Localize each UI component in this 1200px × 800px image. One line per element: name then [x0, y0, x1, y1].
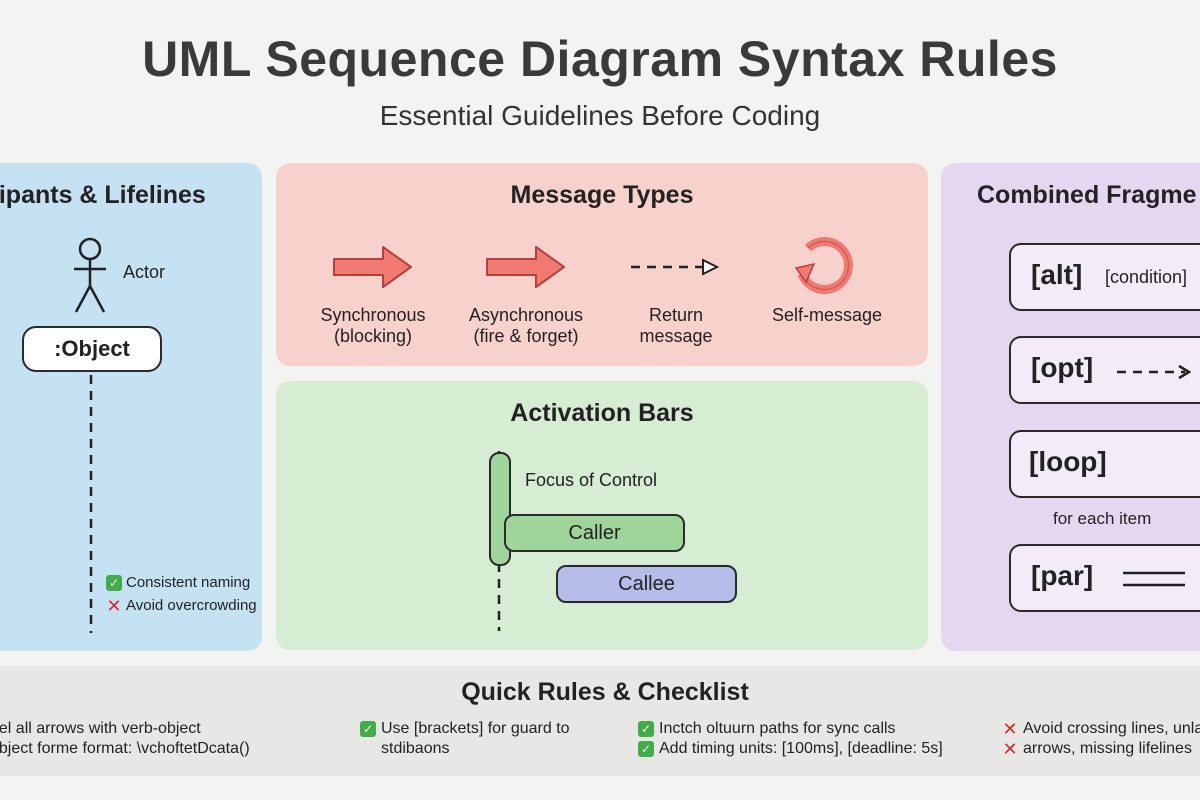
actor-stick-figure-icon [74, 237, 106, 313]
cross-icon: ✕ [106, 595, 122, 616]
rule-line: bel all arrows with verb-object [0, 720, 201, 737]
callee-bar: Callee [556, 565, 737, 603]
check-ok-icon: ✓ [638, 741, 654, 757]
rules-column-1: bel all arrows with verb-object object f… [0, 720, 250, 758]
rule-line: ✕arrows, missing lifelines [1002, 739, 1192, 759]
page-title: UML Sequence Diagram Syntax Rules [142, 31, 1058, 87]
activation-lifeline-dashed [497, 451, 501, 631]
asynchronous-label: Asynchronous (fire & forget) [468, 305, 584, 346]
asynchronous-arrow-icon [486, 246, 565, 288]
lifeline-dashed [89, 375, 93, 633]
rule-line: ✓Inctch oltuurn paths for sync calls [638, 720, 943, 738]
activation-bars-panel: Activation Bars Focus of Control Caller … [276, 381, 928, 650]
parallel-lines-icon [1123, 571, 1185, 587]
object-label: :Object [54, 336, 130, 361]
fragment-par: [par] [1009, 544, 1200, 612]
fragment-par-tag: [par] [1031, 560, 1094, 591]
rules-column-3: ✓Inctch oltuurn paths for sync calls ✓Ad… [638, 720, 943, 758]
callee-label: Callee [618, 572, 675, 595]
fragment-loop: [loop] [1009, 430, 1200, 498]
self-message-loop-icon [794, 237, 853, 294]
combined-fragments-panel: Combined Fragme [alt] [condition] [opt] … [941, 163, 1200, 651]
check-consistent-naming: ✓ Consistent naming [106, 574, 250, 591]
cross-icon: ✕ [1002, 739, 1018, 759]
participants-title: icipants & Lifelines [0, 181, 206, 209]
check-ok-icon: ✓ [638, 721, 654, 737]
self-message-label: Self-message [771, 305, 883, 325]
rule-line: ✓Use [brackets] for guard to [360, 720, 570, 738]
return-message-label: Return message [639, 305, 713, 346]
fragment-alt-tag: [alt] [1031, 259, 1083, 290]
object-box: :Object [22, 326, 162, 372]
activation-bars-title: Activation Bars [510, 399, 694, 427]
rule-line: ✕Avoid crossing lines, unla [1002, 719, 1200, 739]
caller-label: Caller [568, 521, 621, 544]
loop-caption: for each item [1053, 509, 1152, 528]
fragment-opt: [opt] [1009, 336, 1200, 404]
check-ok-icon: ✓ [106, 574, 122, 591]
caller-bar: Caller [504, 514, 685, 552]
check-ok-icon: ✓ [360, 721, 376, 737]
synchronous-arrow-icon [333, 246, 412, 288]
return-dashed-arrow-icon [631, 258, 720, 276]
message-types-panel: Message Types Synchronous (blocking) Asy… [276, 163, 928, 366]
dashed-arrow-icon [1117, 364, 1192, 380]
fragment-alt-condition: [condition] [1105, 267, 1188, 287]
participants-panel: icipants & Lifelines Actor :Object ✓ Con… [0, 163, 262, 651]
quick-rules-panel: Quick Rules & Checklist bel all arrows w… [0, 666, 1200, 776]
rules-column-4: ✕Avoid crossing lines, unla ✕arrows, mis… [1002, 720, 1200, 758]
quick-rules-title: Quick Rules & Checklist [461, 678, 749, 706]
fragment-alt: [alt] [condition] [1009, 243, 1200, 311]
check-avoid-overcrowding: ✕ Avoid overcrowding [106, 595, 257, 616]
focus-of-control-label: Focus of Control [525, 470, 658, 490]
rule-line: object forme format: \vchoftetDcata() [0, 740, 250, 757]
rule-line: stdibaons [381, 740, 450, 757]
rule-line: ✓Add timing units: [100ms], [deadline: 5… [638, 740, 943, 758]
actor-label: Actor [123, 262, 166, 282]
message-types-title: Message Types [510, 181, 694, 209]
fragment-opt-tag: [opt] [1031, 352, 1094, 383]
rules-column-2: ✓Use [brackets] for guard to stdibaons [360, 720, 570, 758]
synchronous-label: Synchronous (blocking) [320, 305, 426, 346]
combined-fragments-title: Combined Fragme [977, 181, 1197, 209]
cross-icon: ✕ [1002, 719, 1018, 739]
fragment-loop-tag: [loop] [1029, 446, 1107, 477]
page-subtitle: Essential Guidelines Before Coding [379, 100, 821, 131]
